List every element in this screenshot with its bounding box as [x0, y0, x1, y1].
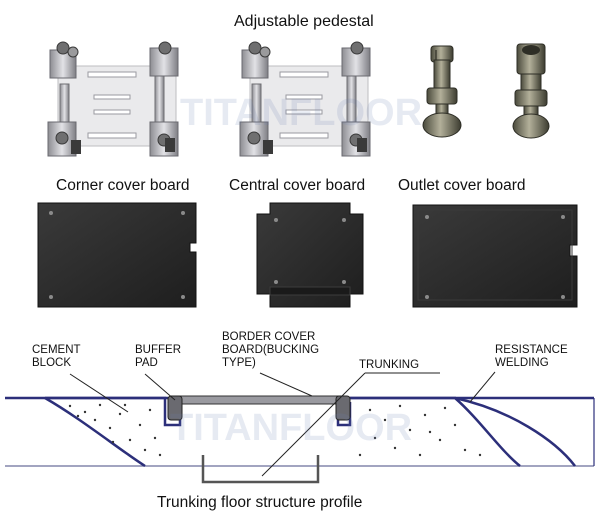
pedestal-bolt-right — [512, 43, 550, 139]
profile-trunking-channel — [201, 455, 320, 484]
cement-block-label: CEMENT BLOCK — [32, 344, 81, 369]
watermark: TITANFLOOR TITANFLOOR — [170, 92, 422, 449]
outlet-cover-board — [412, 204, 578, 308]
central-cover-board — [256, 202, 364, 308]
cement-block-texture — [68, 403, 482, 457]
pedestal-frame-middle — [239, 41, 371, 157]
profile-border-cover-board — [167, 395, 351, 421]
pedestal-bolt-left — [422, 45, 462, 138]
resistance-welding-label: RESISTANCE WELDING — [495, 344, 568, 369]
svg-text:TITANFLOOR: TITANFLOOR — [170, 407, 412, 449]
trunking-label: TRUNKING — [359, 359, 420, 371]
profile-title: Trunking floor structure profile — [157, 494, 363, 511]
central-cover-board-caption: Central cover board — [229, 177, 366, 194]
corner-cover-board — [37, 202, 197, 308]
pedestal-frame-left — [47, 41, 179, 157]
profile-leader-lines — [69, 371, 496, 477]
buffer-pad-label: BUFFER PAD — [135, 344, 181, 369]
pedestal-title: Adjustable pedestal — [234, 13, 374, 30]
outlet-cover-board-caption: Outlet cover board — [398, 177, 526, 194]
border-cover-board-label: BORDER COVER BOARD(BUCKING TYPE) — [222, 331, 320, 369]
svg-text:TITANFLOOR: TITANFLOOR — [180, 92, 422, 134]
corner-cover-board-caption: Corner cover board — [56, 177, 190, 194]
